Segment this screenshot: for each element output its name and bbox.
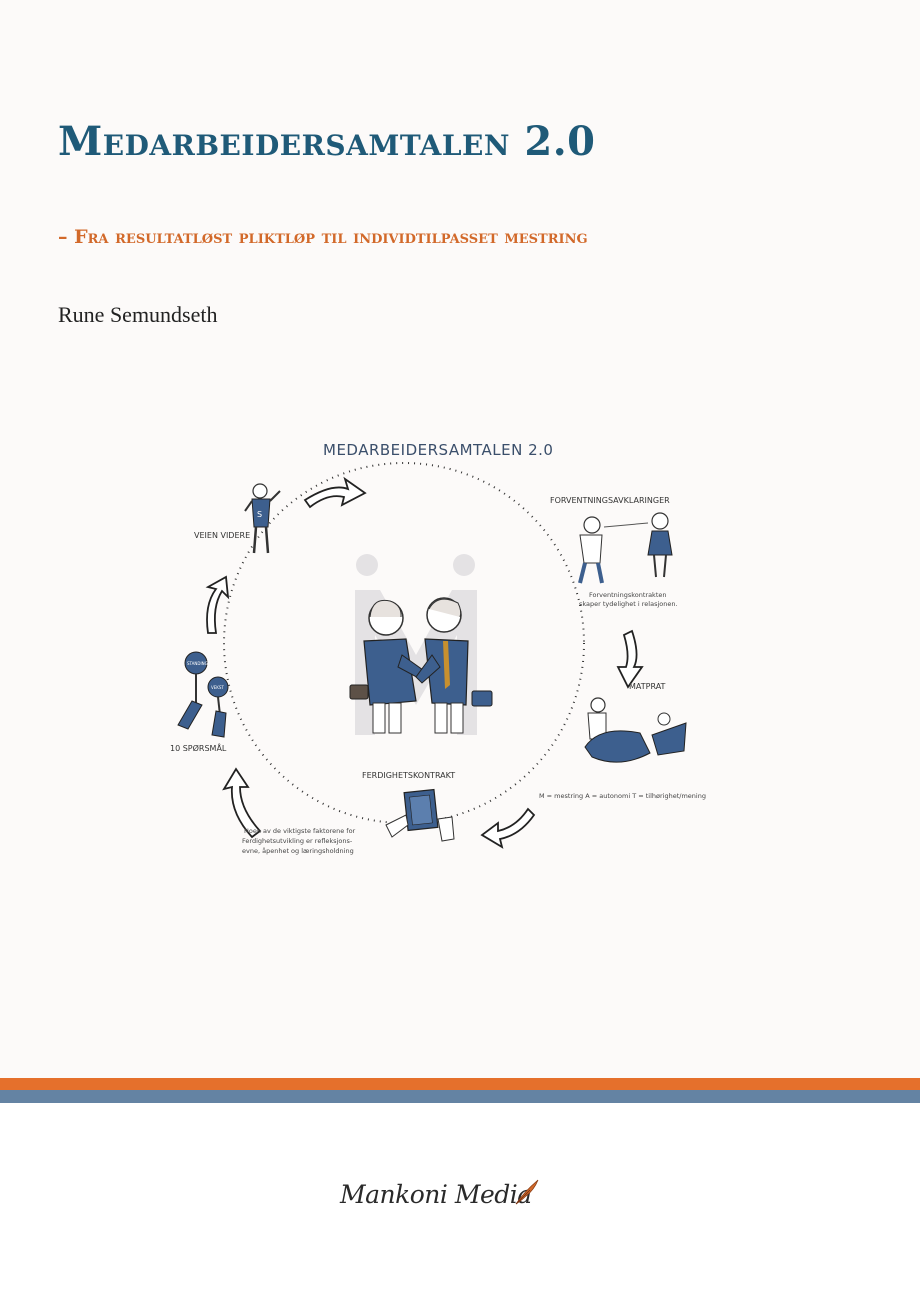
author-name: Rune Semundseth <box>58 302 218 327</box>
label-forventningsavklaringer: FORVENTNINGSAVKLARINGER <box>550 496 670 505</box>
handshake-illustration <box>349 597 493 734</box>
arrow-icon <box>222 767 262 839</box>
figure-heading: MEDARBEIDERSAMTALEN 2.0 <box>323 441 553 459</box>
forventning-note-1: Forventningskontrakten <box>589 591 667 599</box>
feather-icon <box>515 1179 539 1205</box>
label-matprat: MATPRAT <box>629 682 666 691</box>
forventning-note-2: skaper tydelighet i relasjonen. <box>579 600 678 608</box>
expectations-illustration <box>578 512 673 584</box>
mat-note: M = mestring A = autonomi T = tilhørighe… <box>539 792 706 800</box>
arrow-icon <box>480 807 536 849</box>
book-subtitle: – Fra resultatløst pliktløp til individt… <box>58 226 588 248</box>
book-title: Medarbeidersamtalen 2.0 <box>58 118 596 165</box>
label-10-sporsmal: 10 SPØRSMÅL <box>170 742 227 753</box>
cover-illustration: MEDARBEIDERSAMTALEN 2.0 VEIEN VIDERE S <box>170 441 706 855</box>
orange-stripe <box>0 1078 920 1090</box>
blue-stripe <box>0 1090 920 1103</box>
svg-text:STANDING: STANDING <box>187 661 208 666</box>
label-veien-videre: VEIEN VIDERE <box>194 531 250 540</box>
ferdighet-note-1: Noen av de viktigste faktorene for <box>244 827 356 835</box>
ferdighet-note-2: Ferdighetsutvikling er refleksjons- <box>242 837 353 845</box>
publisher-logo: Mankoni Media <box>340 1176 550 1220</box>
svg-text:VEKST: VEKST <box>211 685 224 690</box>
publisher-name: Mankoni Media <box>340 1180 532 1209</box>
arrow-icon <box>616 629 644 689</box>
svg-text:S: S <box>257 510 262 519</box>
question-signs: STANDING VEKST <box>177 651 229 738</box>
arrow-icon <box>205 575 230 634</box>
label-ferdighetskontrakt: FERDIGHETSKONTRAKT <box>362 771 455 780</box>
contract-illustration <box>385 788 455 842</box>
matprat-illustration <box>584 697 687 763</box>
superhero-figure: S <box>244 483 281 554</box>
ferdighet-note-3: evne, åpenhet og læringsholdning <box>242 846 354 855</box>
cover-upper-area <box>0 0 920 1078</box>
arrow-icon <box>303 476 367 509</box>
